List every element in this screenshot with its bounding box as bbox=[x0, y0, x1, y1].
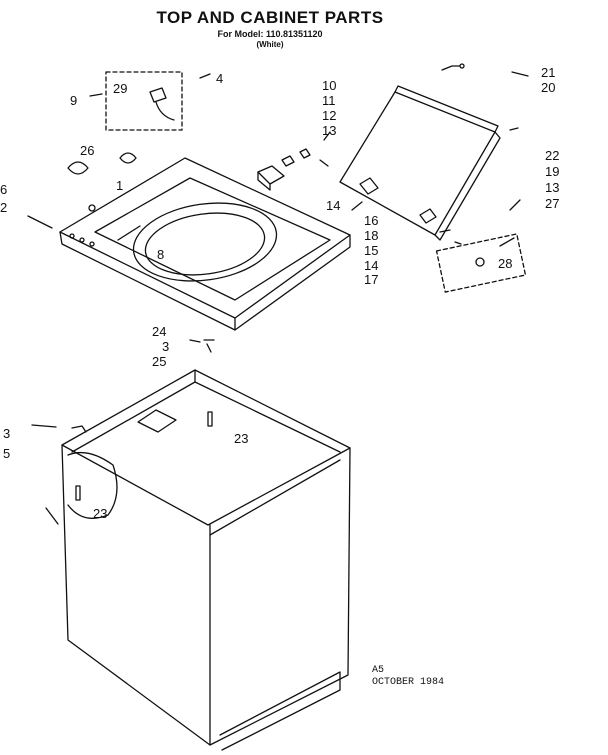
callout-9: 9 bbox=[70, 93, 77, 108]
callout-17: 17 bbox=[364, 272, 378, 287]
callout-14: 14 bbox=[326, 198, 340, 213]
callout-16: 16 bbox=[364, 213, 378, 228]
callout-3: 3 bbox=[162, 339, 169, 354]
lid-hardware bbox=[419, 63, 519, 245]
callout-19: 19 bbox=[545, 164, 559, 179]
callout-23: 23 bbox=[234, 431, 248, 446]
diagram-title: TOP AND CABINET PARTS bbox=[156, 8, 384, 27]
callout-14b: 14 bbox=[364, 258, 378, 273]
callout-6: 6 bbox=[0, 182, 7, 197]
color-variant: (White) bbox=[256, 40, 284, 49]
callout-13b: 13 bbox=[545, 180, 559, 195]
footer-code: A5 bbox=[372, 665, 385, 676]
callout-24: 24 bbox=[152, 324, 166, 339]
clip-26 bbox=[67, 161, 89, 175]
callout-2: 2 bbox=[0, 200, 7, 215]
callout-10: 10 bbox=[322, 78, 336, 93]
cabinet-bracket bbox=[137, 409, 177, 433]
washer-top-panel bbox=[59, 157, 351, 331]
callout-29: 29 bbox=[113, 81, 127, 96]
callout-8: 8 bbox=[157, 247, 164, 262]
callout-15: 15 bbox=[364, 243, 378, 258]
callout-5: 5 bbox=[3, 446, 10, 461]
callout-numbers: 4 29 9 10 11 12 13 21 20 22 19 13 27 26 … bbox=[0, 65, 559, 521]
washer-lid bbox=[339, 85, 501, 241]
callout-25: 25 bbox=[152, 354, 166, 369]
callout-27: 27 bbox=[545, 196, 559, 211]
hinge-bracket bbox=[257, 148, 329, 191]
model-number: For Model: 110.81351120 bbox=[217, 29, 323, 39]
callout-18: 18 bbox=[364, 228, 378, 243]
callout-21: 21 bbox=[541, 65, 555, 80]
callout-3b: 3 bbox=[3, 426, 10, 441]
callout-4: 4 bbox=[216, 71, 223, 86]
callout-11: 11 bbox=[322, 93, 336, 108]
callout-26: 26 bbox=[80, 143, 94, 158]
callout-22: 22 bbox=[545, 148, 559, 163]
callout-12: 12 bbox=[322, 108, 336, 123]
washer-cabinet bbox=[61, 369, 351, 751]
footer-date: OCTOBER 1984 bbox=[372, 677, 445, 688]
callout-23b: 23 bbox=[93, 506, 107, 521]
callout-28: 28 bbox=[498, 256, 512, 271]
callout-13: 13 bbox=[322, 123, 336, 138]
callout-20: 20 bbox=[541, 80, 555, 95]
callout-1: 1 bbox=[116, 178, 123, 193]
